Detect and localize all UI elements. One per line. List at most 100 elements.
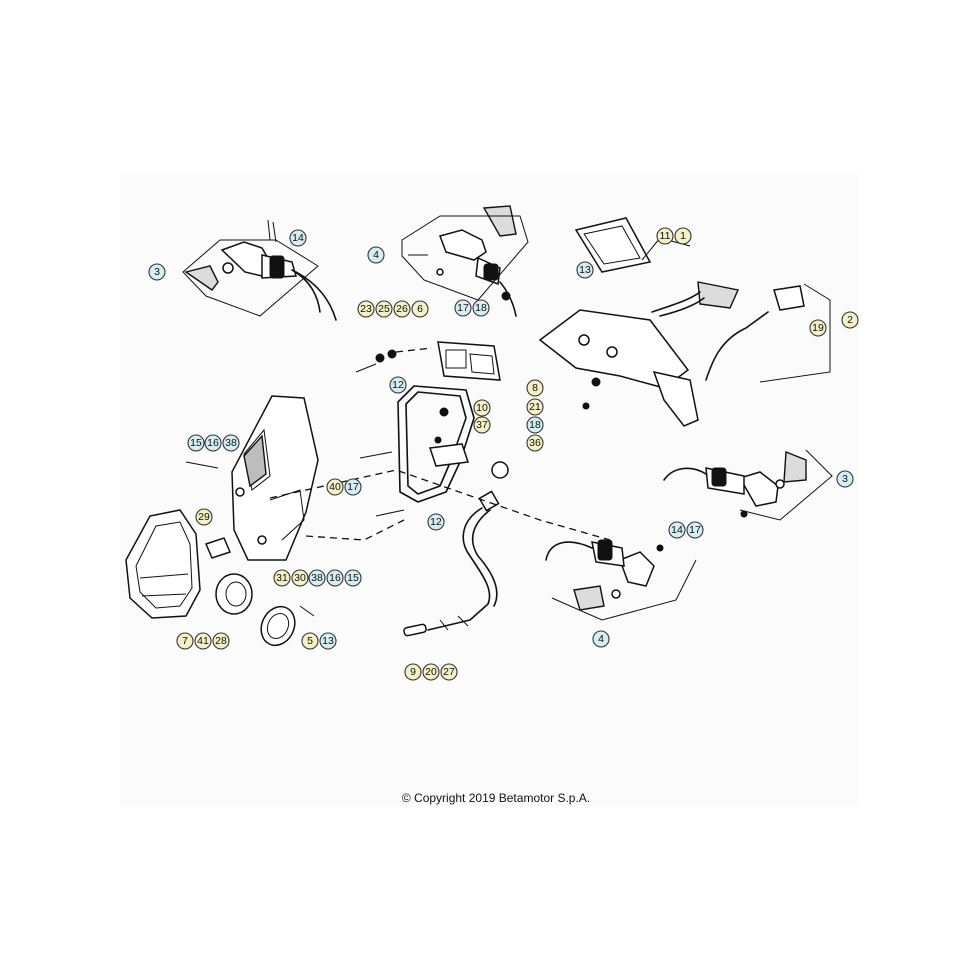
svg-text:2: 2	[847, 314, 853, 326]
callout-11: 11	[656, 227, 674, 245]
svg-text:6: 6	[417, 303, 423, 315]
callout-16-lower: 16	[326, 569, 344, 587]
svg-text:19: 19	[812, 322, 824, 334]
callout-20: 20	[422, 663, 440, 681]
callout-30: 30	[291, 569, 309, 587]
callout-27: 27	[440, 663, 458, 681]
callout-3-top-left: 3	[148, 263, 166, 281]
front-fairing	[185, 395, 611, 561]
svg-text:5: 5	[307, 635, 313, 647]
callout-19: 19	[809, 319, 827, 337]
callout-37: 37	[473, 416, 491, 434]
callout-41: 41	[194, 632, 212, 650]
svg-text:21: 21	[529, 401, 541, 413]
svg-text:13: 13	[322, 635, 334, 647]
tail-light-assembly	[574, 217, 739, 317]
svg-text:3: 3	[842, 473, 848, 485]
headlight-support-bracket	[359, 385, 475, 517]
front-right-turn-signal	[401, 205, 529, 317]
callout-15-upper: 15	[187, 434, 205, 452]
callout-25: 25	[375, 300, 393, 318]
callout-40: 40	[326, 478, 344, 496]
svg-text:26: 26	[396, 303, 408, 315]
svg-text:9: 9	[410, 666, 416, 678]
callout-18-mid: 18	[526, 416, 544, 434]
callout-9: 9	[404, 663, 422, 681]
svg-text:15: 15	[190, 437, 202, 449]
rear-left-turn-signal	[545, 539, 697, 621]
svg-text:15: 15	[347, 572, 359, 584]
callout-5: 5	[301, 632, 319, 650]
callout-12-upper: 12	[389, 376, 407, 394]
callout-7: 7	[176, 632, 194, 650]
svg-text:30: 30	[294, 572, 306, 584]
front-left-turn-signal	[182, 219, 337, 321]
callout-36: 36	[526, 434, 544, 452]
callout-12-lower: 12	[427, 513, 445, 531]
svg-text:3: 3	[154, 266, 160, 278]
callout-1: 1	[674, 227, 692, 245]
dashboard-instrument	[355, 341, 501, 381]
callout-38-upper: 38	[222, 434, 240, 452]
callout-21: 21	[526, 398, 544, 416]
callout-13-lower: 13	[319, 632, 337, 650]
svg-text:17: 17	[457, 302, 469, 314]
svg-text:23: 23	[360, 303, 372, 315]
callout-13-top: 13	[576, 261, 594, 279]
svg-text:12: 12	[430, 516, 442, 528]
callout-18-top: 18	[472, 299, 490, 317]
callout-3-right: 3	[836, 470, 854, 488]
rear-mudguard	[538, 309, 699, 427]
svg-text:12: 12	[392, 379, 404, 391]
svg-text:38: 38	[311, 572, 323, 584]
svg-text:17: 17	[689, 524, 701, 536]
svg-text:1: 1	[680, 230, 686, 242]
rear-right-turn-signal	[663, 449, 833, 521]
svg-text:14: 14	[292, 232, 304, 244]
svg-text:29: 29	[198, 511, 210, 523]
callout-4-top: 4	[367, 246, 385, 264]
callout-28: 28	[212, 632, 230, 650]
svg-text:4: 4	[373, 249, 379, 261]
svg-text:10: 10	[476, 402, 488, 414]
callout-14-right: 14	[668, 521, 686, 539]
svg-text:7: 7	[182, 635, 188, 647]
svg-text:8: 8	[532, 382, 538, 394]
callout-31: 31	[273, 569, 291, 587]
wiring-harness	[403, 461, 509, 637]
callout-6: 6	[411, 300, 429, 318]
callout-8: 8	[526, 379, 544, 397]
svg-text:28: 28	[215, 635, 227, 647]
callout-14-top-left: 14	[289, 229, 307, 247]
svg-text:17: 17	[347, 481, 359, 493]
svg-text:16: 16	[207, 437, 219, 449]
callout-16-upper: 16	[204, 434, 222, 452]
svg-text:18: 18	[529, 419, 541, 431]
svg-text:27: 27	[443, 666, 455, 678]
svg-text:18: 18	[475, 302, 487, 314]
callout-4-lower: 4	[592, 630, 610, 648]
callout-23: 23	[357, 300, 375, 318]
svg-text:25: 25	[378, 303, 390, 315]
callout-17-top: 17	[454, 299, 472, 317]
callout-15-lower: 15	[344, 569, 362, 587]
svg-text:16: 16	[329, 572, 341, 584]
svg-text:36: 36	[529, 437, 541, 449]
svg-text:38: 38	[225, 437, 237, 449]
svg-text:37: 37	[476, 419, 488, 431]
callout-2: 2	[841, 311, 859, 329]
svg-text:41: 41	[197, 635, 209, 647]
svg-text:4: 4	[598, 633, 604, 645]
callout-38-lower: 38	[308, 569, 326, 587]
callout-10: 10	[473, 399, 491, 417]
headlight-unit	[125, 509, 315, 647]
svg-text:13: 13	[579, 264, 591, 276]
svg-text:31: 31	[276, 572, 288, 584]
svg-text:14: 14	[671, 524, 683, 536]
callout-labels: 3 14 4 17 18 11 1 13 2 19 23 25 26 6 12 …	[148, 227, 859, 681]
number-plate-light	[705, 283, 831, 383]
svg-text:40: 40	[329, 481, 341, 493]
callout-17-mid: 17	[344, 478, 362, 496]
callout-26: 26	[393, 300, 411, 318]
